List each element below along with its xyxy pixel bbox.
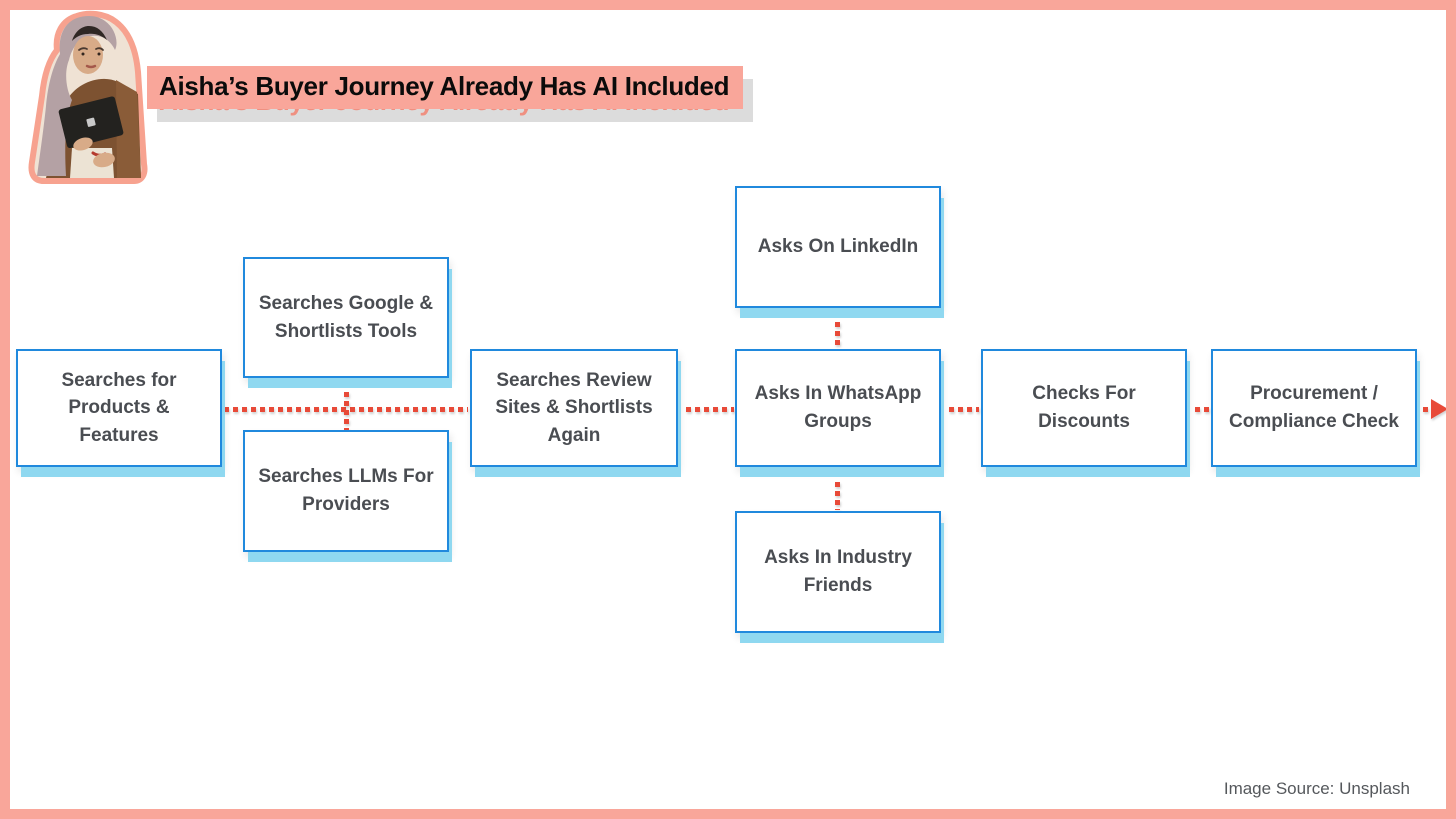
node-search-google: Searches Google & Shortlists Tools [243, 257, 449, 378]
node-label: Searches LLMs For Providers [258, 466, 434, 515]
node-label: Searches Review Sites & Shortlists Again [495, 369, 653, 446]
connector-linkedin-to-whatsapp [835, 322, 840, 348]
connector-google-to-llms [344, 392, 349, 430]
connector-whatsapp-to-discounts [949, 407, 979, 412]
node-search-products: Searches for Products & Features [16, 349, 222, 467]
node-label: Asks On LinkedIn [757, 236, 919, 258]
woman-with-laptop-icon [28, 10, 148, 184]
page-title: Aisha’s Buyer Journey Already Has AI Inc… [147, 66, 744, 110]
node-ask-industry: Asks In Industry Friends [735, 511, 941, 633]
image-source-credit: Image Source: Unsplash [1223, 779, 1410, 798]
connector-procurement-to-end [1423, 407, 1432, 412]
node-search-reviews: Searches Review Sites & Shortlists Again [470, 349, 678, 467]
connector-reviews-to-whatsapp [686, 407, 734, 412]
connector-whatsapp-to-industry [835, 482, 840, 510]
node-label: Asks In WhatsApp Groups [754, 383, 922, 432]
node-label: Searches Google & Shortlists Tools [258, 292, 434, 342]
connector-discounts-to-procurement [1195, 407, 1210, 412]
node-procurement: Procurement / Compliance Check [1211, 349, 1417, 467]
aisha-photo-sticker [18, 10, 154, 184]
node-label: Searches for Products & Features [61, 369, 177, 446]
node-label: Procurement / Compliance Check [1229, 383, 1399, 432]
node-ask-linkedin: Asks On LinkedIn [735, 186, 941, 308]
node-search-llms: Searches LLMs For Providers [243, 430, 449, 552]
node-label: Asks In Industry Friends [764, 547, 912, 596]
node-check-discounts: Checks For Discounts [981, 349, 1187, 467]
node-ask-whatsapp: Asks In WhatsApp Groups [735, 349, 941, 467]
title-block: Aisha’s Buyer Journey Already Has AI Inc… [147, 66, 754, 123]
node-label: Checks For Discounts [1032, 383, 1136, 432]
arrow-right-icon [1431, 399, 1446, 419]
